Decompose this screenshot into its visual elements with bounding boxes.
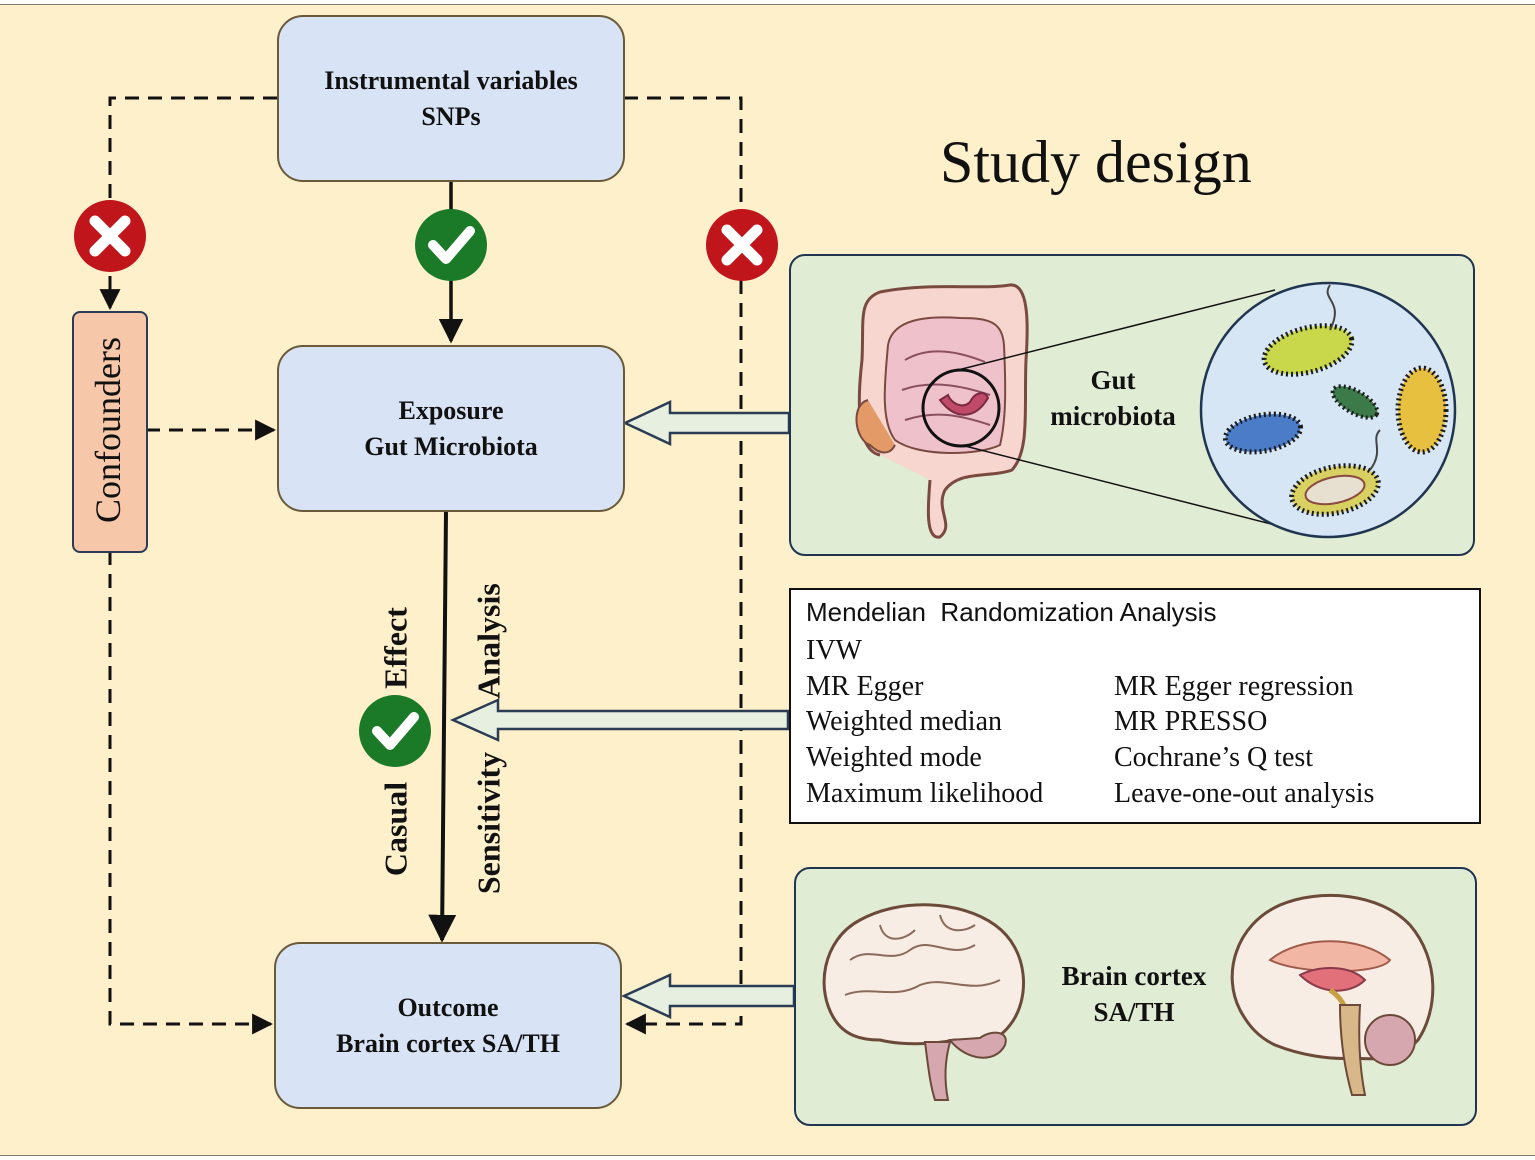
dashed-path-confounders-to-outcome: [108, 551, 274, 1035]
mr-method-item: Maximum likelihood: [806, 778, 1044, 809]
instruments-line1: Instrumental variables: [324, 65, 578, 95]
sensitivity-method-item: Cochrane’s Q test: [1114, 742, 1314, 773]
mr-analysis-title: Mendelian Randomization Analysis: [806, 597, 1217, 627]
mr-method-item: Weighted median: [806, 706, 1003, 737]
exposure-node: Exposure Gut Microbiota: [277, 345, 625, 512]
figure-title: Study design: [940, 129, 1252, 195]
block-arrow-brain-to-outcome: [620, 973, 796, 1019]
sensitivity-method-item: MR PRESSO: [1114, 706, 1268, 737]
exposure-line1: Exposure: [398, 395, 504, 425]
block-arrow-gut-to-exposure: [622, 400, 791, 446]
outcome-node: Outcome Brain cortex SA/TH: [274, 942, 622, 1109]
dashed-path-instruments-to-outcome: [624, 96, 743, 1035]
brain-label-line1: Brain cortex: [1061, 961, 1207, 991]
check-mark-icon: [415, 209, 487, 281]
instrumental-variables-node: Instrumental variables SNPs: [277, 15, 625, 182]
sensitivity-method-item: MR Egger regression: [1114, 671, 1354, 702]
instruments-line2: SNPs: [421, 101, 481, 131]
mr-method-item: MR Egger: [806, 671, 924, 702]
exposure-line2: Gut Microbiota: [364, 431, 538, 461]
mr-method-item: IVW: [806, 635, 862, 666]
gut-label-line1: Gut: [1090, 365, 1136, 395]
solid-path-exposure-to-outcome: [428, 510, 457, 943]
brain-sagittal-icon: [1230, 893, 1435, 1096]
intestine-icon: [855, 283, 1276, 539]
mr-method-item: Weighted mode: [806, 742, 982, 773]
outcome-line2: Brain cortex SA/TH: [336, 1028, 560, 1058]
x-mark-icon: [706, 209, 778, 281]
outcome-line1: Outcome: [397, 992, 499, 1022]
x-mark-icon: [74, 200, 146, 272]
sensitivity-method-item: Leave-one-out analysis: [1114, 778, 1375, 809]
gut-microbiota-label: Gut microbiota: [1042, 362, 1184, 434]
check-mark-icon: [359, 695, 431, 767]
brain-label-line2: SA/TH: [1093, 997, 1175, 1027]
bacteria-icon: [1199, 281, 1457, 539]
brain-icon: [822, 903, 1025, 1101]
brain-cortex-label: Brain cortex SA/TH: [1048, 958, 1220, 1030]
confounders-node: [72, 311, 148, 553]
gut-label-line2: microbiota: [1050, 401, 1176, 431]
mr-analysis-box: [789, 588, 1481, 824]
block-arrow-mr-to-path: [449, 698, 790, 742]
